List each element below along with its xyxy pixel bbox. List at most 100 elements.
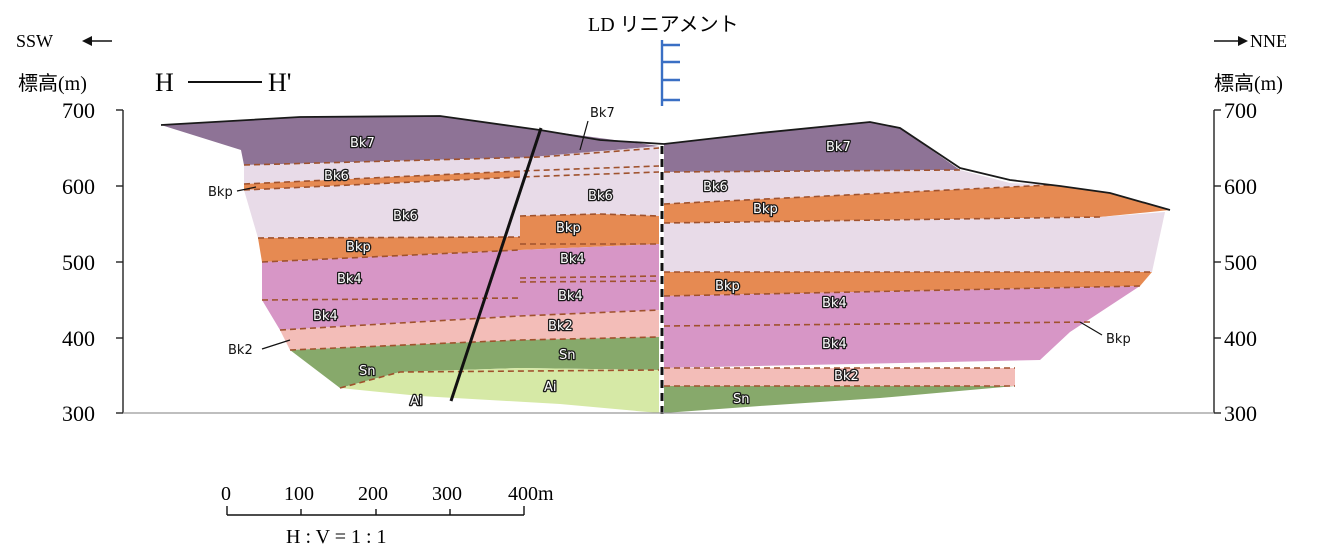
right-tick-400: 400 <box>1224 326 1257 351</box>
label-bk7-right: Bk7 <box>826 140 851 155</box>
section-end-label: H' <box>268 68 291 97</box>
label-sn-left: Sn <box>359 364 376 379</box>
leader-bk7 <box>579 120 589 151</box>
boundary-mid-3 <box>519 275 660 279</box>
middle-block-layers <box>520 148 659 244</box>
right-block-layers <box>664 122 1170 413</box>
scale-ratio: H : V = 1 : 1 <box>286 526 387 548</box>
right-axis-title: 標高(m) <box>1214 72 1283 95</box>
label-bk6-right: Bk6 <box>703 180 728 195</box>
label-bk4-right-upper: Bk4 <box>822 296 847 311</box>
left-axis <box>116 109 124 414</box>
right-axis-ticks: 700 600 500 400 300 <box>1224 98 1257 426</box>
boundary-left-7 <box>279 309 660 331</box>
scale-bar-line <box>226 506 525 516</box>
callout-leaders <box>236 120 1103 350</box>
label-ai-mid: Ai <box>544 380 557 395</box>
boundary-mid-1 <box>519 213 660 217</box>
boundary-left-3 <box>243 171 660 191</box>
right-tick-500: 500 <box>1224 250 1257 275</box>
layer-bk4-right <box>664 286 1140 368</box>
layer-ai-left <box>340 368 659 413</box>
layer-boundaries <box>243 147 1152 389</box>
right-arrow <box>1214 36 1248 46</box>
scale-tick-400m: 400m <box>508 483 554 505</box>
label-bkp-right-lower: Bkp <box>715 279 740 294</box>
label-bkp-mid: Bkp <box>556 221 581 236</box>
fault-line-inclined <box>449 127 543 402</box>
boundary-left-6 <box>261 297 521 301</box>
layer-bkp-right-upper <box>664 185 1170 223</box>
layer-bk7-left <box>161 116 659 165</box>
boundary-right-3 <box>663 216 1101 224</box>
left-axis-title: 標高(m) <box>18 72 87 95</box>
label-sn-right: Sn <box>733 392 750 407</box>
right-tick-700: 700 <box>1224 98 1257 123</box>
layer-bk6-right-lower <box>664 212 1165 272</box>
boundary-right-2 <box>663 184 1051 205</box>
boundary-left-8 <box>289 336 660 351</box>
boundary-left-5 <box>261 249 521 263</box>
layer-bk6-left-upper <box>244 146 659 184</box>
layer-bk7-right <box>664 122 960 172</box>
layer-sn-right <box>664 386 1015 413</box>
scale-tick-0: 0 <box>221 483 231 505</box>
label-bk4-left-lower: Bk4 <box>313 309 338 324</box>
label-bk6-left: Bk6 <box>393 209 418 224</box>
scale-bar: 0 100 200 300 400m H : V = 1 : 1 <box>221 483 554 548</box>
boundary-right-6 <box>663 321 1091 327</box>
label-bk2-mid: Bk2 <box>548 319 573 334</box>
label-bk2-right: Bk2 <box>834 369 859 384</box>
label-bk4-mid-upper: Bk4 <box>560 252 585 267</box>
label-bkp-left-callout: Bkp <box>208 185 233 200</box>
left-arrow <box>82 36 112 46</box>
label-bkp-left: Bkp <box>346 240 371 255</box>
leader-bkp-right <box>1079 321 1103 336</box>
left-axis-ticks: 700 600 500 400 300 <box>62 98 95 426</box>
label-ai-left: Ai <box>410 394 423 409</box>
scale-tick-100: 100 <box>284 483 314 505</box>
boundary-left-2 <box>243 165 660 185</box>
label-bk6-mid: Bk6 <box>588 189 613 204</box>
layer-bkp-mid <box>520 214 659 244</box>
layer-bk6-mid <box>520 148 659 216</box>
layer-bk2-right <box>664 368 1015 386</box>
lineament-marker <box>660 40 680 106</box>
boundary-left-4 <box>257 236 521 239</box>
layer-bk6-right-upper <box>664 170 1050 204</box>
boundary-left-1 <box>243 147 660 166</box>
label-bk6-left-upper: Bk6 <box>324 169 349 184</box>
label-bkp-right-callout: Bkp <box>1106 332 1131 347</box>
layer-labels: Bk7 Bk7 Bk7 Bk6 Bkp Bk6 Bkp Bk4 Bk4 Bk2 … <box>208 106 1131 410</box>
label-bk4-mid-lower: Bk4 <box>558 289 583 304</box>
label-bkp-right-upper: Bkp <box>753 202 778 217</box>
label-bk4-left-upper: Bk4 <box>337 272 362 287</box>
label-bk7-callout: Bk7 <box>590 106 615 121</box>
label-bk7-left: Bk7 <box>350 136 375 151</box>
label-sn-mid: Sn <box>559 348 576 363</box>
left-tick-300: 300 <box>62 401 95 426</box>
boundary-mid-4 <box>519 280 660 283</box>
layer-bk4-left <box>262 244 659 330</box>
layer-bk2-left <box>280 310 659 350</box>
left-direction-label: SSW <box>16 31 53 51</box>
scale-tick-300: 300 <box>432 483 462 505</box>
label-bk2-left-callout: Bk2 <box>228 343 253 358</box>
leader-bkp-left <box>236 186 257 192</box>
right-direction-label: NNE <box>1250 31 1287 51</box>
layer-sn-left <box>290 337 659 388</box>
left-tick-700: 700 <box>62 98 95 123</box>
right-axis <box>1213 109 1221 414</box>
right-tick-600: 600 <box>1224 174 1257 199</box>
right-tick-300: 300 <box>1224 401 1257 426</box>
lineament-label: LD リニアメント <box>588 14 739 36</box>
scale-tick-200: 200 <box>358 483 388 505</box>
left-tick-600: 600 <box>62 174 95 199</box>
left-tick-500: 500 <box>62 250 95 275</box>
section-start-label: H <box>155 68 174 97</box>
leader-bk2-left <box>261 339 291 350</box>
left-tick-400: 400 <box>62 326 95 351</box>
layer-bkp-right-lower <box>664 272 1152 296</box>
label-bk4-right-lower: Bk4 <box>822 337 847 352</box>
